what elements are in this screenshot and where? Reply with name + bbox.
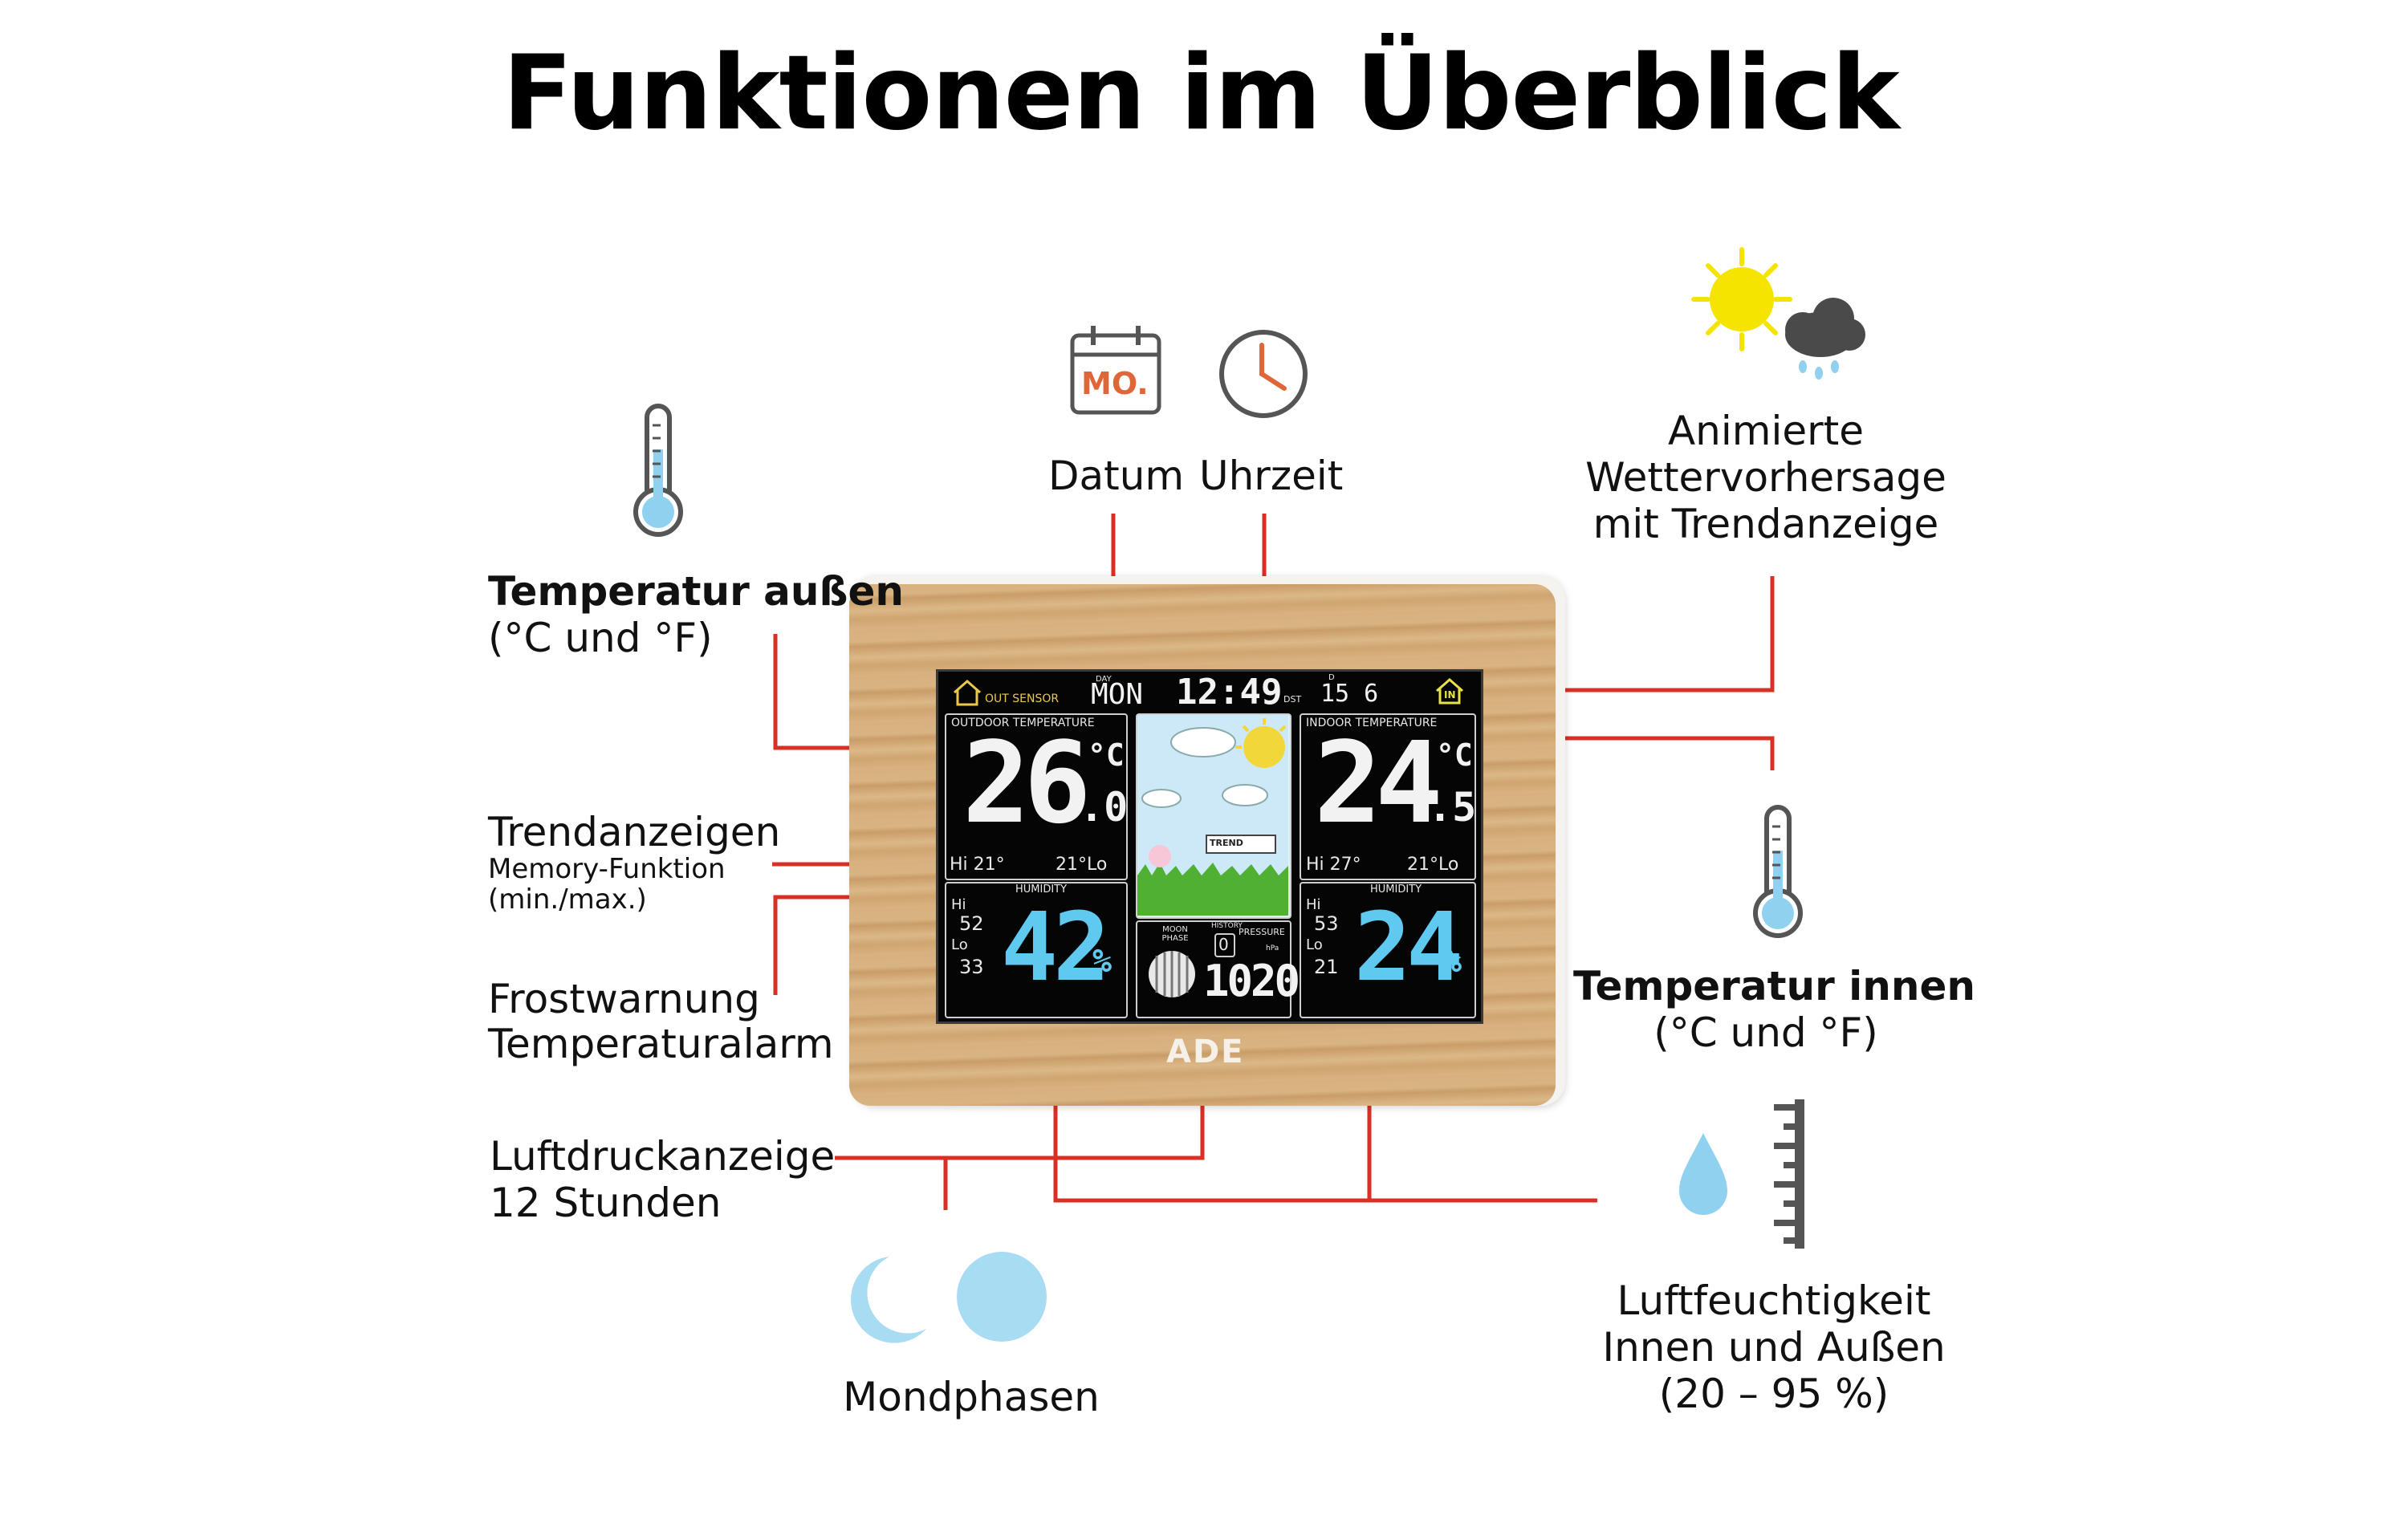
day-display: MON <box>1091 678 1144 711</box>
label-trend-sub2: (min./max.) <box>488 883 647 916</box>
indoor-hum-hi: 53 <box>1314 912 1339 935</box>
indoor-temp-decimal: .5 <box>1428 784 1477 831</box>
date-display: 15 6 <box>1320 680 1379 708</box>
water-drop-icon <box>1679 1133 1727 1215</box>
sun-cloud-rain-icon <box>1691 247 1865 380</box>
in-label: IN <box>1444 689 1456 701</box>
lcd-display: OUT SENSOR DAY MON 12:49 DST D 15 6 IN O… <box>936 669 1483 1024</box>
ruler-scale-icon <box>1774 1099 1804 1249</box>
outdoor-hum-lo: 33 <box>959 956 984 978</box>
out-sensor-label: OUT SENSOR <box>985 693 1060 705</box>
history-value: 0 <box>1218 935 1229 954</box>
label-feuchte-3: (20 – 95 %) <box>1658 1371 1889 1417</box>
pressure-panel <box>1136 920 1291 1018</box>
thermometer-indoor-icon <box>1753 805 1803 938</box>
label-luftdruck: Luftdruckanzeige <box>490 1133 836 1180</box>
outdoor-temp-decimal: .0 <box>1080 784 1129 831</box>
indoor-hi: Hi 27° <box>1306 855 1361 875</box>
house-in-icon <box>1436 678 1463 705</box>
moon-full-icon <box>957 1252 1047 1342</box>
outdoor-hum-hi: 52 <box>959 912 984 935</box>
outdoor-hum-lo-label: Lo <box>951 936 968 953</box>
indoor-hum-lo: 21 <box>1314 956 1339 978</box>
house-out-icon <box>954 680 981 706</box>
label-trend: Trendanzeigen <box>488 809 781 855</box>
label-wetter-1: Animierte <box>1667 408 1865 454</box>
indoor-temp-label: INDOOR TEMPERATURE <box>1306 717 1438 729</box>
label-uhrzeit: Uhrzeit <box>1199 453 1344 499</box>
forecast-animation-icon <box>1137 715 1288 916</box>
outdoor-humidity-value: 42 <box>1001 892 1110 1002</box>
thermometer-outdoor-icon <box>633 404 683 537</box>
label-luftdruck-12h: 12 Stunden <box>490 1180 722 1226</box>
day-small-label: DAY <box>1096 675 1112 684</box>
pressure-unit: hPa <box>1266 944 1279 952</box>
label-mondphasen: Mondphasen <box>843 1374 1100 1420</box>
calendar-icon <box>1070 326 1161 415</box>
label-feuchte-2: Innen und Außen <box>1602 1324 1946 1371</box>
moon-crescent-icon <box>851 1257 926 1343</box>
outdoor-panel <box>945 713 1128 880</box>
label-temperaturalarm: Temperaturalarm <box>488 1021 834 1067</box>
history-box <box>1214 933 1235 957</box>
brand-logo: ADE <box>1166 1034 1245 1070</box>
outdoor-unit: °C <box>1088 737 1125 773</box>
indoor-humidity-value: 24 <box>1354 892 1463 1002</box>
clock-icon <box>1219 330 1308 418</box>
indoor-humidity-panel <box>1300 882 1476 1018</box>
indoor-humidity-label: HUMIDITY <box>1370 883 1422 896</box>
label-frost: Frostwarnung <box>488 976 760 1022</box>
lcd-moon-icon <box>1149 951 1195 997</box>
label-temp-aussen: Temperatur außen <box>488 568 904 615</box>
outdoor-hi: Hi 21° <box>950 855 1005 875</box>
outdoor-humidity-pct: % <box>1092 943 1112 980</box>
calendar-icon-text: MO. <box>1081 366 1149 401</box>
label-trend-sub1: Memory-Funktion <box>488 853 726 885</box>
moon-phase-label: MOON PHASE <box>1161 925 1189 943</box>
time-display: 12:49 <box>1176 672 1283 713</box>
label-datum: Datum <box>1048 453 1185 499</box>
indoor-temp-value: 24 <box>1314 718 1443 849</box>
indoor-hum-lo-label: Lo <box>1306 936 1323 953</box>
label-wetter-3: mit Trendanzeige <box>1592 501 1939 547</box>
date-small-label: D <box>1328 673 1335 682</box>
history-label: HISTORY <box>1211 922 1243 930</box>
trend-label: TREND <box>1210 838 1243 848</box>
outdoor-temp-value: 26 <box>962 718 1092 849</box>
label-feuchte-1: Luftfeuchtigkeit <box>1617 1277 1931 1324</box>
indoor-humidity-pct: % <box>1442 943 1462 980</box>
page-title: Funktionen im Überblick <box>502 34 1900 153</box>
outdoor-lo: 21°Lo <box>1056 855 1108 875</box>
label-temp-aussen-unit: (°C und °F) <box>488 615 713 661</box>
dst-label: DST <box>1283 694 1302 705</box>
indoor-panel <box>1300 713 1476 880</box>
label-temp-innen: Temperatur innen <box>1573 963 1975 1009</box>
outdoor-humidity-label: HUMIDITY <box>1015 883 1068 896</box>
outdoor-hum-hi-label: Hi <box>951 896 966 913</box>
indoor-lo: 21°Lo <box>1407 855 1459 875</box>
outdoor-humidity-panel <box>945 882 1128 1018</box>
pressure-value: 1020 <box>1203 956 1300 1006</box>
pressure-label: PRESSURE <box>1239 927 1285 937</box>
indoor-unit: °C <box>1436 737 1473 773</box>
indoor-hum-hi-label: Hi <box>1306 896 1321 913</box>
label-wetter-2: Wettervorhersage <box>1585 454 1946 501</box>
label-temp-innen-unit: (°C und °F) <box>1653 1009 1878 1056</box>
outdoor-temp-label: OUTDOOR TEMPERATURE <box>951 717 1095 729</box>
